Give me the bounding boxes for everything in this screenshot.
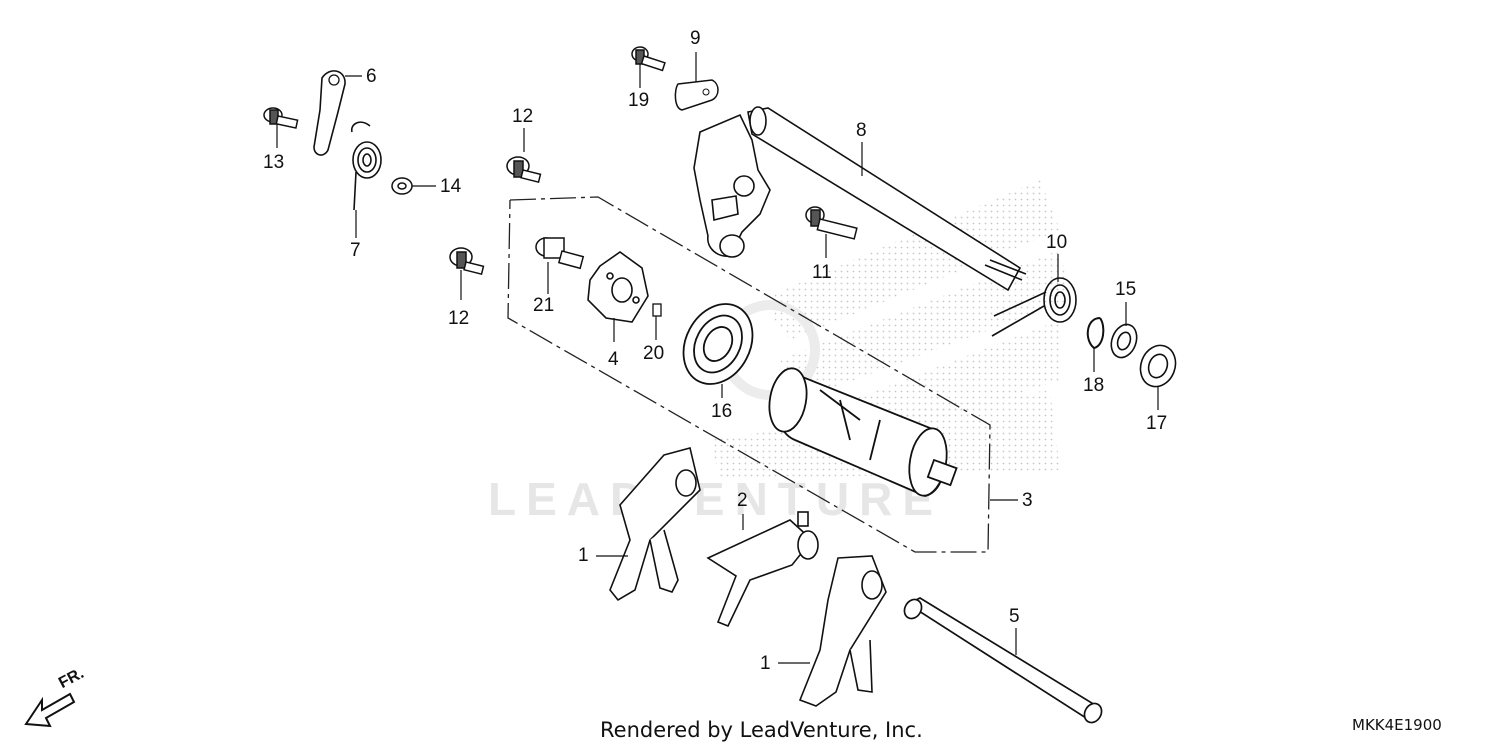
washer-15-icon: [1110, 323, 1138, 359]
washer-14-icon: [391, 177, 413, 195]
callout-1-lower: 1: [760, 653, 771, 674]
callout-2: 2: [737, 490, 748, 511]
callout-14: 14: [440, 176, 462, 197]
callout-20: 20: [643, 343, 665, 364]
callout-12-lower: 12: [448, 308, 470, 329]
leader-lines: [276, 52, 1159, 664]
callout-3: 3: [1022, 490, 1033, 511]
callout-1-upper: 1: [578, 545, 589, 566]
shift-fork-1-upper-icon: [609, 447, 701, 602]
front-arrow-icon: [24, 692, 76, 728]
fork-shaft-5-icon: [903, 597, 1103, 724]
bearing-16-icon: [682, 303, 754, 385]
stopper-arm-6-icon: [313, 70, 346, 156]
bolt-21-icon: [535, 237, 585, 270]
assembly-box-outline: [507, 196, 991, 553]
callout-19: 19: [628, 90, 650, 111]
shift-fork-2-icon: [706, 511, 819, 628]
callout-21: 21: [533, 295, 555, 316]
plate-9-icon: [674, 79, 719, 111]
bolt-12-upper-icon: [506, 156, 542, 184]
callout-8: 8: [856, 120, 867, 141]
watermark: LEADVENTURE: [488, 473, 944, 525]
spring-7-icon: [350, 121, 382, 211]
callout-10: 10: [1046, 232, 1068, 253]
diagram-code: MKK4E1900: [1352, 716, 1442, 734]
callout-9: 9: [690, 28, 701, 49]
callout-18: 18: [1083, 375, 1105, 396]
shift-fork-1-lower-icon: [798, 555, 887, 707]
shift-drum-3-icon: [768, 367, 958, 497]
callout-16: 16: [711, 401, 733, 422]
callout-17: 17: [1146, 413, 1168, 434]
bolt-12-lower-icon: [449, 247, 485, 276]
callout-5: 5: [1009, 606, 1020, 627]
bolt-13-icon: [263, 107, 299, 129]
bolt-11-icon: [805, 206, 858, 240]
circlip-18-icon: [1086, 317, 1105, 350]
callout-12-upper: 12: [512, 106, 534, 127]
callout-13: 13: [263, 152, 285, 173]
spring-10-icon: [991, 277, 1077, 337]
callout-4: 4: [608, 349, 619, 370]
star-cam-4-icon: [587, 251, 649, 323]
rendered-by-footer: Rendered by LeadVenture, Inc.: [600, 718, 923, 742]
pin-20-icon: [652, 303, 662, 317]
callout-11: 11: [812, 262, 832, 283]
seal-17-icon: [1139, 344, 1177, 388]
callout-6: 6: [366, 66, 377, 87]
callout-7: 7: [350, 240, 361, 261]
shift-shaft-8-icon: [693, 106, 1027, 292]
callout-15: 15: [1115, 279, 1137, 300]
bolt-19-icon: [631, 46, 666, 72]
